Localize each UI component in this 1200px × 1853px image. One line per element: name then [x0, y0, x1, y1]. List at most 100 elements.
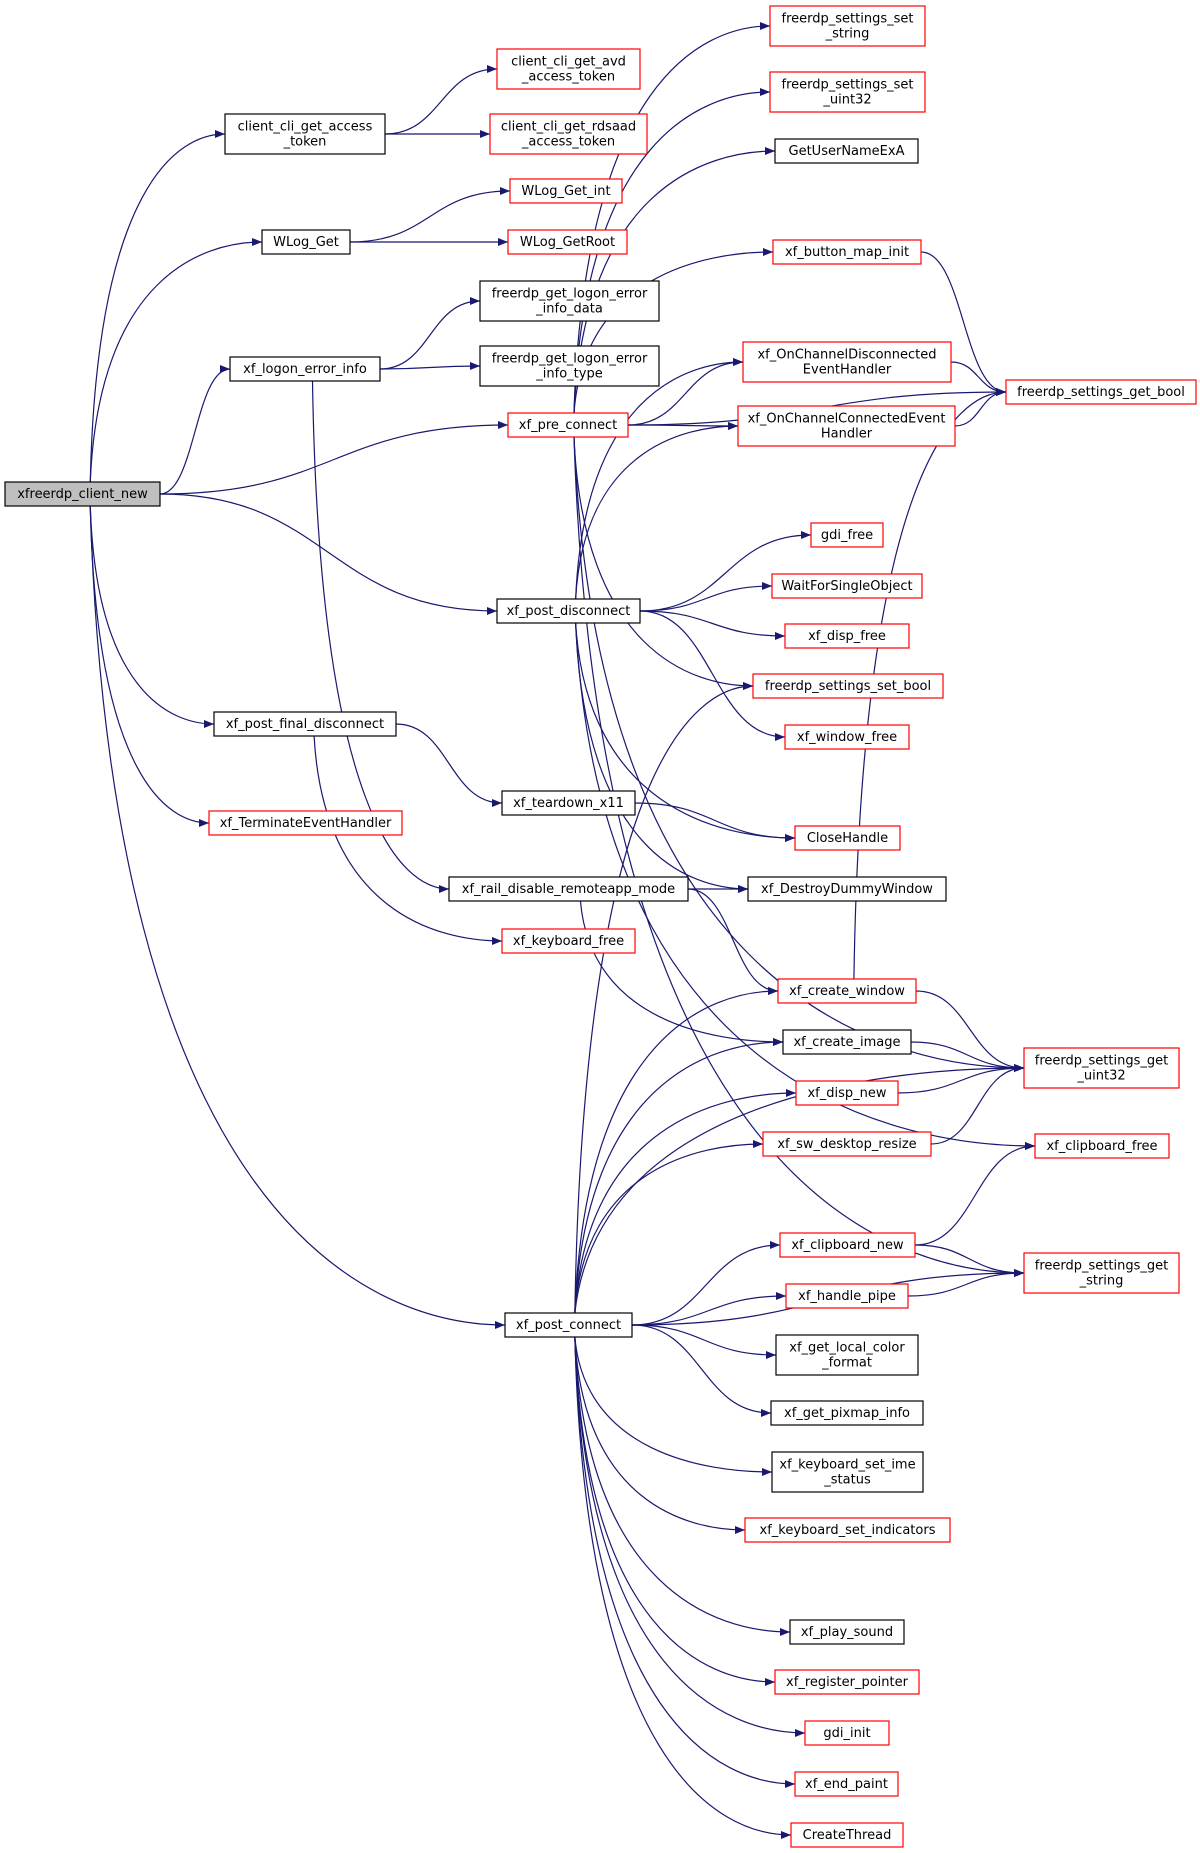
node-box	[208, 810, 403, 836]
node-label: xf_get_pixmap_info	[784, 1406, 910, 1421]
node-rail-disable[interactable]: xf_rail_disable_remoteapp_mode	[448, 876, 689, 902]
node-box	[501, 928, 636, 954]
node-gdi-init[interactable]: gdi_init	[804, 1720, 890, 1746]
edge-arrow	[907, 1269, 1025, 1297]
edge-post_disconnect-to-disp_free	[639, 610, 786, 640]
node-cli-avd[interactable]: client_cli_get_avd_access_token	[496, 48, 641, 90]
node-get-string[interactable]: freerdp_settings_get_string	[1023, 1252, 1180, 1294]
edge-arrow	[954, 388, 1007, 427]
node-box	[1023, 1047, 1180, 1089]
node-kb-free[interactable]: xf_keyboard_free	[501, 928, 636, 954]
node-box	[762, 1131, 932, 1157]
node-create-thread[interactable]: CreateThread	[790, 1822, 904, 1848]
node-post-disconnect[interactable]: xf_post_disconnect	[496, 598, 641, 624]
node-sw-resize[interactable]: xf_sw_desktop_resize	[762, 1131, 932, 1157]
node-create-window[interactable]: xf_create_window	[777, 978, 917, 1004]
node-get-uint32[interactable]: freerdp_settings_get_uint32	[1023, 1047, 1180, 1089]
node-box	[770, 1400, 924, 1426]
node-label: gdi_free	[821, 528, 873, 543]
node-box	[794, 1771, 899, 1797]
node-wlog-int[interactable]: WLog_Get_int	[509, 178, 623, 204]
node-label: xf_post_disconnect	[507, 604, 631, 619]
node-destroy-dummy[interactable]: xf_DestroyDummyWindow	[747, 876, 947, 902]
node-box	[774, 138, 919, 164]
node-cli-access[interactable]: client_cli_get_access_token	[224, 113, 386, 155]
node-button-map[interactable]: xf_button_map_init	[772, 239, 922, 265]
edge-post_connect-to-sw_resize	[574, 1140, 764, 1314]
node-terminate[interactable]: xf_TerminateEventHandler	[208, 810, 403, 836]
node-gdi-free[interactable]: gdi_free	[810, 522, 884, 548]
node-create-image[interactable]: xf_create_image	[782, 1029, 912, 1055]
node-set-uint32[interactable]: freerdp_settings_set_uint32	[769, 71, 926, 113]
edge-cli_access-to-cli_avd	[384, 65, 498, 135]
node-label: freerdp_settings_get_bool	[1017, 385, 1185, 400]
edge-arrow	[634, 802, 796, 842]
node-pre-connect[interactable]: xf_pre_connect	[507, 412, 629, 438]
edge-arrow	[574, 987, 779, 1314]
edge-arrow	[631, 1292, 787, 1326]
node-post-final[interactable]: xf_post_final_disconnect	[213, 711, 397, 737]
node-closehandle[interactable]: CloseHandle	[794, 825, 901, 851]
node-logon-data[interactable]: freerdp_get_logon_error_info_data	[479, 280, 660, 322]
node-play-sound[interactable]: xf_play_sound	[789, 1619, 905, 1645]
node-label: xf_DestroyDummyWindow	[761, 882, 933, 897]
node-logon-type[interactable]: freerdp_get_logon_error_info_type	[479, 345, 660, 387]
node-label: freerdp_settings_get	[1035, 1259, 1168, 1274]
edge-root-to-terminate	[89, 505, 210, 827]
edge-post_disconnect-to-window_free	[639, 610, 786, 741]
edge-root-to-post_connect	[89, 505, 506, 1329]
node-clip-free[interactable]: xf_clipboard_free	[1034, 1133, 1170, 1159]
node-wlog-get[interactable]: WLog_Get	[261, 229, 351, 255]
node-set-bool[interactable]: freerdp_settings_set_bool	[752, 673, 944, 699]
node-teardown[interactable]: xf_teardown_x11	[501, 790, 636, 816]
node-window-free[interactable]: xf_window_free	[784, 724, 910, 750]
edge-arrow	[159, 493, 498, 615]
node-label: client_cli_get_avd	[511, 55, 626, 70]
node-ime-status[interactable]: xf_keyboard_set_ime_status	[771, 1451, 924, 1493]
node-label: xf_rail_disable_remoteapp_mode	[462, 882, 675, 897]
node-end-paint[interactable]: xf_end_paint	[794, 1771, 899, 1797]
node-label: xf_play_sound	[801, 1625, 893, 1640]
edge-pre_connect-to-button_map	[573, 248, 774, 414]
edge-arrow	[639, 582, 773, 612]
edge-root-to-pre_connect	[159, 421, 509, 495]
node-getusername[interactable]: GetUserNameExA	[774, 138, 919, 164]
node-post-connect[interactable]: xf_post_connect	[504, 1312, 633, 1338]
node-root: xfreerdp_client_new	[4, 481, 161, 507]
node-label: xf_teardown_x11	[513, 796, 624, 811]
edge-arrow	[573, 248, 774, 414]
node-disp-new[interactable]: xf_disp_new	[795, 1080, 899, 1106]
node-handle-pipe[interactable]: xf_handle_pipe	[785, 1283, 909, 1309]
node-box	[1023, 1252, 1180, 1294]
edge-arrow	[639, 531, 812, 612]
node-pixmap-info[interactable]: xf_get_pixmap_info	[770, 1400, 924, 1426]
node-reg-pointer[interactable]: xf_register_pointer	[774, 1669, 920, 1695]
node-clip-new[interactable]: xf_clipboard_new	[779, 1232, 916, 1258]
node-label: xf_disp_free	[808, 629, 886, 644]
node-local-color[interactable]: xf_get_local_color_format	[775, 1334, 919, 1376]
node-get-bool[interactable]: freerdp_settings_get_bool	[1005, 379, 1197, 405]
edge-post_disconnect-to-gdi_free	[639, 531, 812, 612]
node-label: xf_logon_error_info	[243, 362, 367, 377]
node-label: xf_button_map_init	[785, 245, 909, 260]
node-label: xf_keyboard_set_ime	[779, 1458, 915, 1473]
node-box	[789, 1619, 905, 1645]
node-label: _access_token	[521, 70, 615, 85]
edge-arrow	[574, 1336, 791, 1636]
edge-post_disconnect-to-on_conn	[575, 422, 739, 600]
node-set-string[interactable]: freerdp_settings_set_string	[769, 5, 926, 47]
node-wlog-root[interactable]: WLog_GetRoot	[507, 229, 628, 255]
edge-post_connect-to-set_bool	[574, 682, 754, 1314]
edge-root-to-logon_err	[159, 365, 231, 495]
edge-post_disconnect-to-waitfor	[639, 582, 773, 612]
node-disp-free[interactable]: xf_disp_free	[784, 623, 910, 649]
edge-arrow	[574, 1336, 806, 1737]
node-cli-rdsaad[interactable]: client_cli_get_rdsaad_access_token	[489, 113, 648, 155]
node-waitfor[interactable]: WaitForSingleObject	[771, 573, 923, 599]
node-kb-indicators[interactable]: xf_keyboard_set_indicators	[744, 1517, 951, 1543]
node-logon-err[interactable]: xf_logon_error_info	[229, 356, 381, 382]
edge-rail_disable-to-create_window	[687, 888, 779, 995]
edge-arrow	[574, 1336, 746, 1534]
